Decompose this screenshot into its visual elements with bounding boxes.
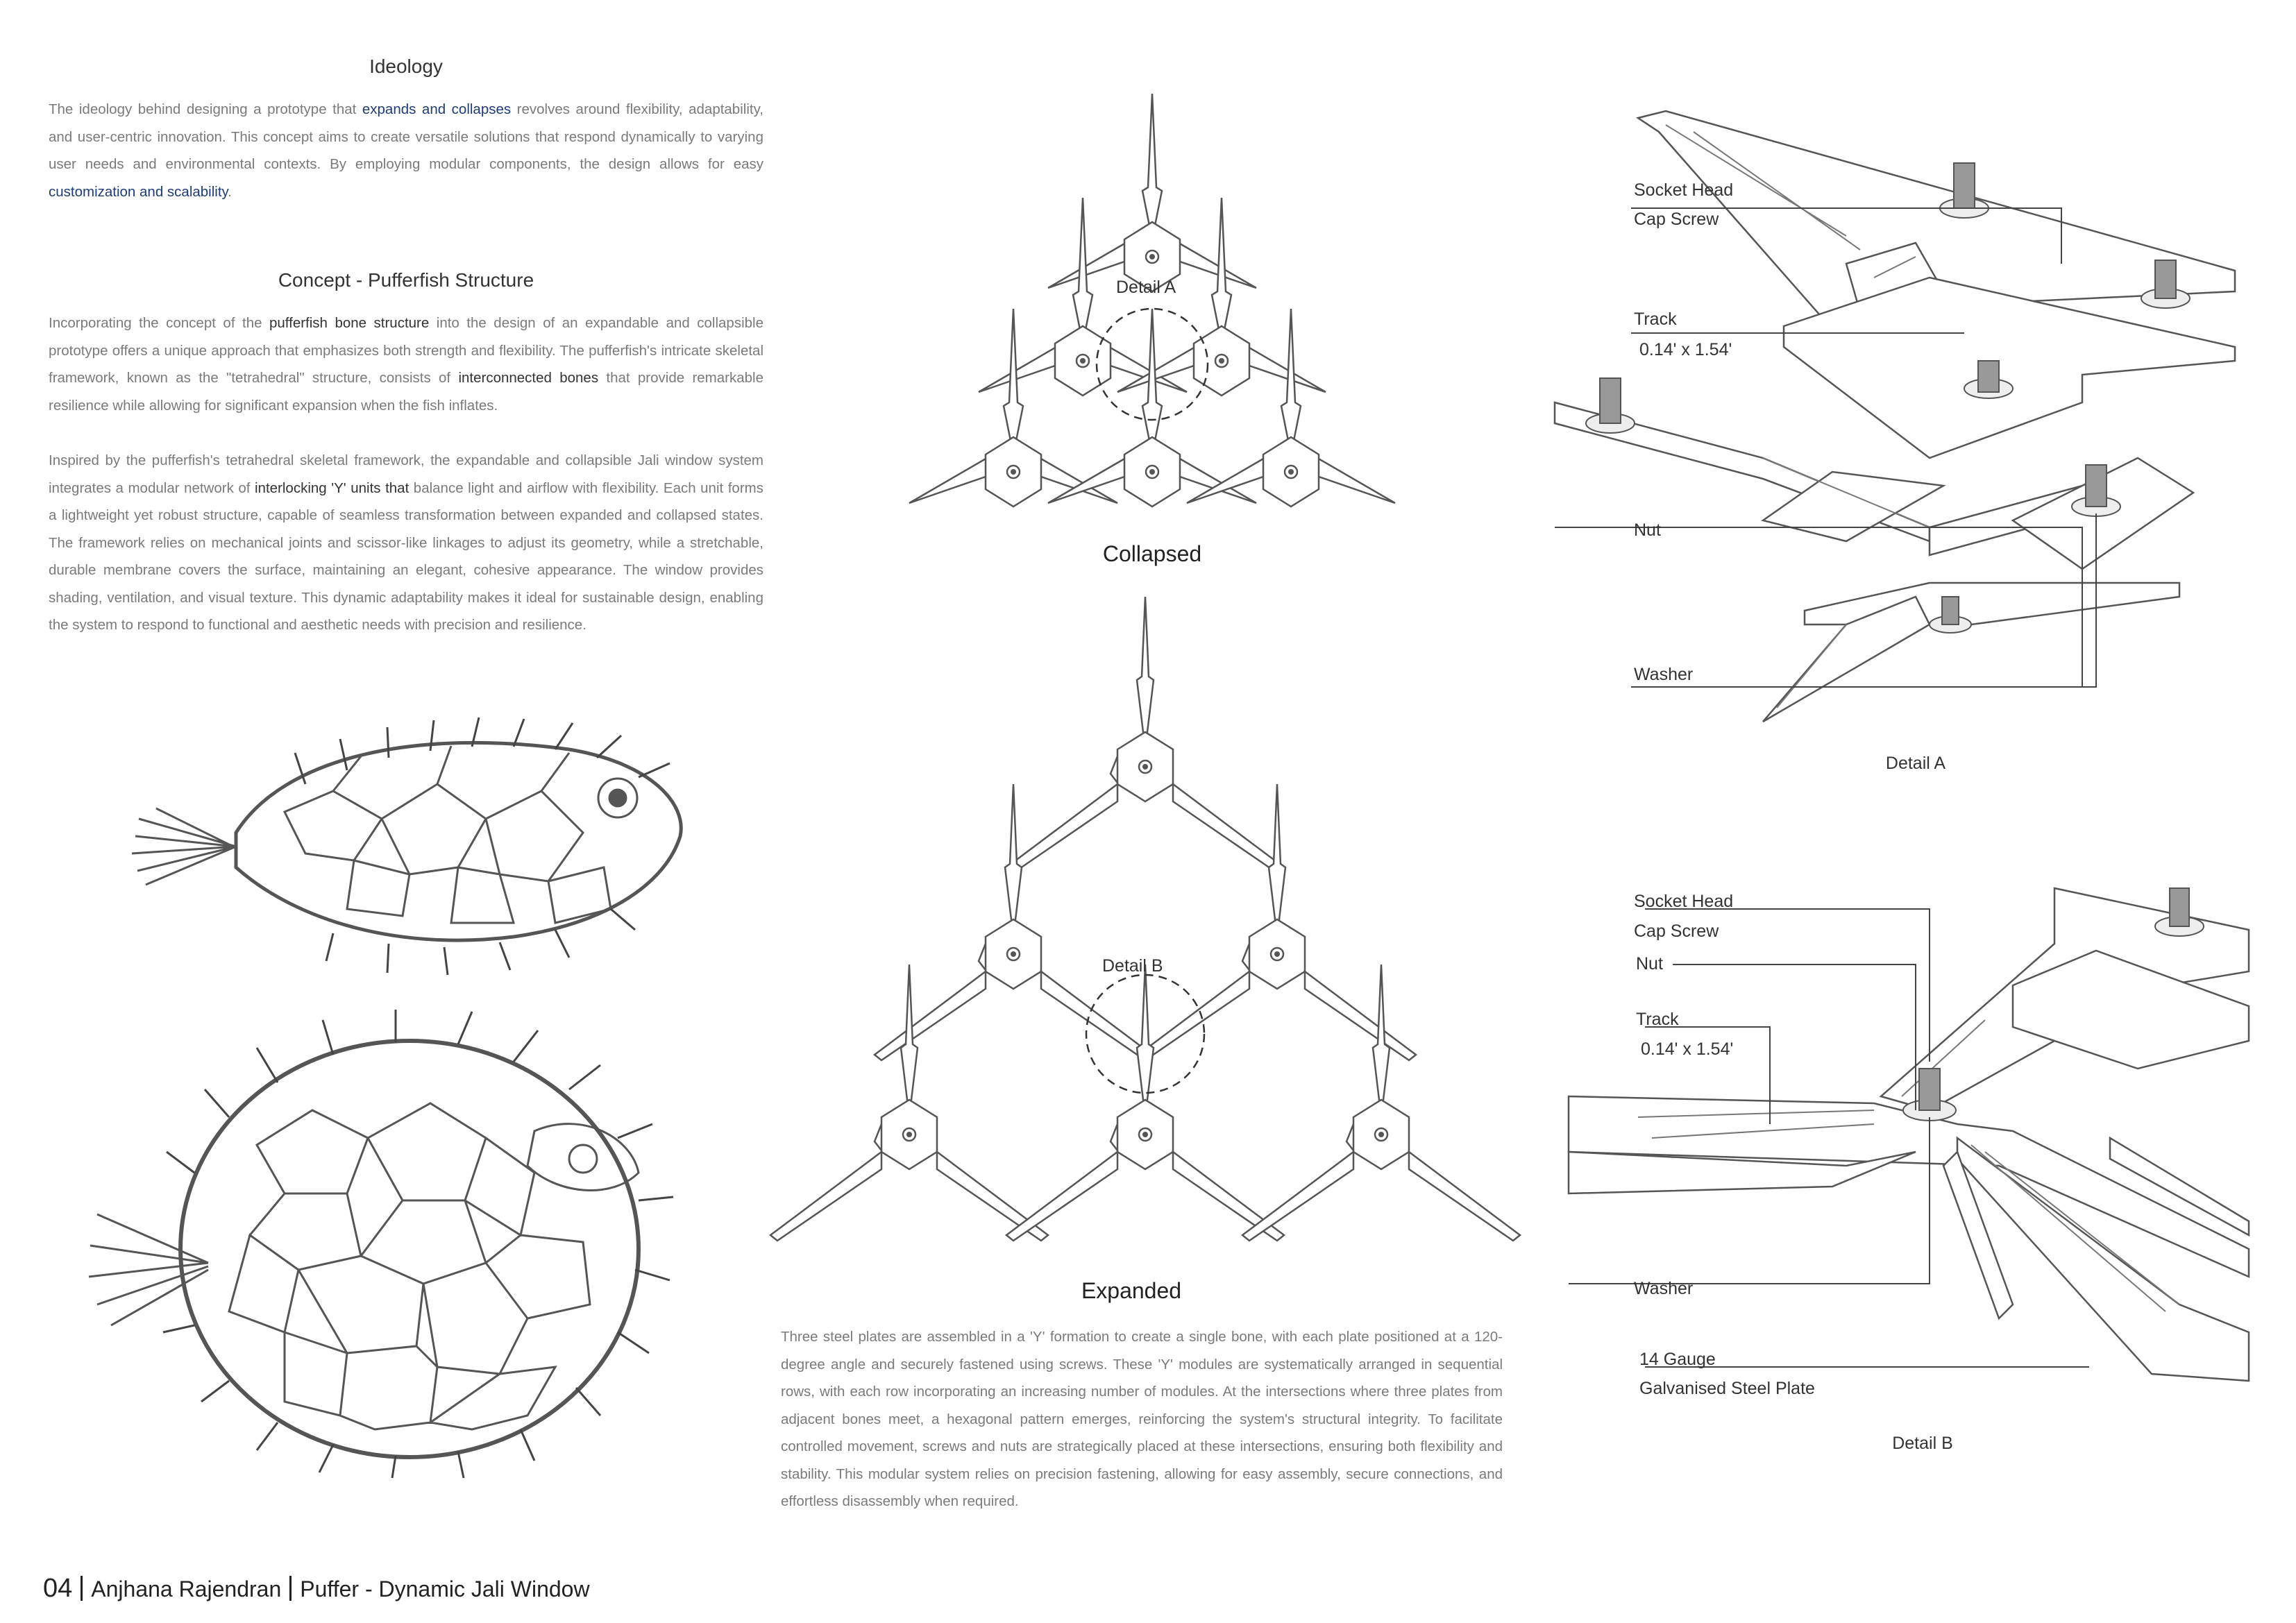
collapsed-diagram [908,92,1396,508]
pufferfish-deflated-illustration [131,717,683,976]
detail-b-label-nut: Nut [1636,954,1663,974]
ideology-highlight-2: customization and scalability [49,183,228,200]
ideology-text-1: The ideology behind designing a prototyp… [49,101,362,117]
expanded-caption: Expanded [1081,1278,1182,1303]
detail-a-label-track: Track [1634,309,1677,329]
ideology-highlight-1: expands and collapses [362,101,512,117]
detail-a-label-screw-2: Cap Screw [1634,210,1719,229]
footer-author: Anjhana Rajendran [91,1577,282,1601]
page-number: 04 [43,1574,73,1603]
detail-a-label-nut: Nut [1634,520,1661,540]
footer-project: Puffer - Dynamic Jali Window [300,1577,590,1601]
footer-separator-2 [289,1576,292,1601]
detail-b-label-track: Track [1636,1010,1679,1029]
detail-a-caption: Detail A [1885,754,1946,773]
expanded-diagram [769,595,1521,1242]
detail-b-label-plate-1: 14 Gauge [1639,1350,1716,1369]
concept-a-text-2: into the design of an expandable and col… [49,315,763,386]
detail-a-marker: Detail A [1116,278,1176,297]
ideology-text-2: revolves around flexibility, adaptabilit… [49,101,763,172]
collapsed-caption: Collapsed [1102,541,1202,566]
detail-a-label-washer: Washer [1634,665,1694,684]
detail-b-label-plate-2: Galvanised Steel Plate [1639,1379,1815,1398]
concept-b-highlight-1: interlocking 'Y' units that [255,479,410,496]
detail-b-label-screw-2: Cap Screw [1634,921,1719,941]
concept-b-text-1: Inspired by the pufferfish's tetrahedral… [49,452,763,496]
concept-heading: Concept - Pufferfish Structure [278,269,534,291]
detail-a-drawing [1553,110,2236,723]
page-footer: 04 Anjhana Rajendran Puffer - Dynamic Jali… [43,1574,590,1604]
detail-b-label-washer: Washer [1634,1279,1694,1298]
concept-a-highlight-2: interconnected bones [458,370,599,386]
detail-b-label-track-dim: 0.14' x 1.54' [1641,1039,1734,1059]
detail-b-marker: Detail B [1102,956,1163,976]
pufferfish-inflated-illustration [88,1010,674,1479]
detail-a-label-screw-1: Socket Head [1634,180,1734,200]
concept-a-highlight-1: pufferfish bone structure [269,315,430,331]
detail-b-caption: Detail B [1892,1434,1953,1453]
concept-a-text-3: that provide remarkable resilience while… [49,370,763,414]
ideology-text-3: . [228,183,232,200]
concept-paragraph-2: Inspired by the pufferfish's tetrahedral… [49,447,763,639]
concept-b-text-2: balance light and airflow with flexibili… [49,479,763,634]
detail-b-label-screw-1: Socket Head [1634,892,1734,911]
ideology-paragraph: The ideology behind designing a prototyp… [49,96,763,205]
detail-a-label-track-dim: 0.14' x 1.54' [1639,340,1732,359]
concept-paragraph-1: Incorporating the concept of the pufferf… [49,309,763,419]
ideology-heading: Ideology [369,56,443,77]
footer-separator-1 [81,1576,83,1601]
detail-b-drawing [1567,887,2250,1382]
expanded-description: Three steel plates are assembled in a 'Y… [781,1329,1503,1509]
concept-a-text-1: Incorporating the concept of the [49,315,269,331]
